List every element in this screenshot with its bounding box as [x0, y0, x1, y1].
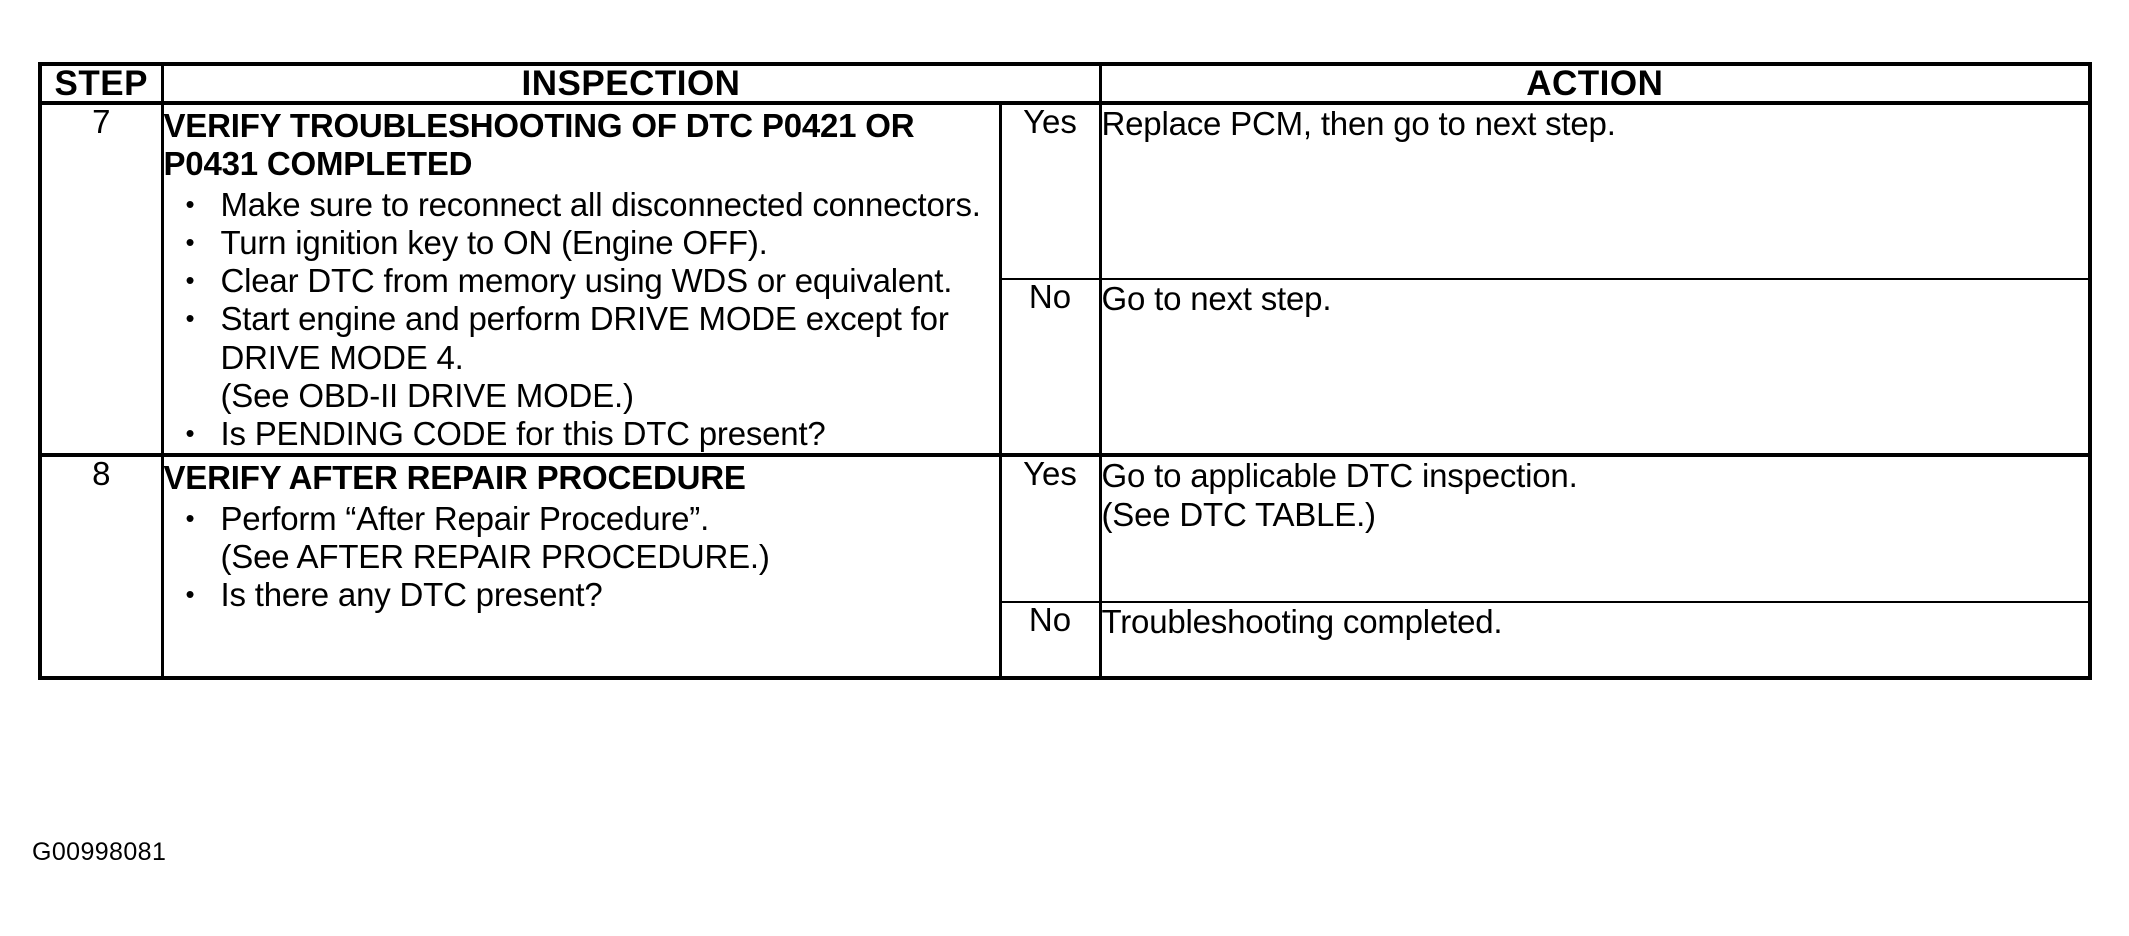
bullet-icon: •	[185, 418, 195, 449]
list-item-text: Turn ignition key to ON (Engine OFF).	[220, 223, 768, 261]
list-item-text: Clear DTC from memory using WDS or equiv…	[220, 262, 953, 300]
inspection-cell-step-7: VERIFY TROUBLESHOOTING OF DTC P0421 OR P…	[161, 100, 1002, 457]
troubleshooting-table: STEP INSPECTION ACTION 7 VERIFY TROUBLES…	[38, 62, 2093, 681]
list-item-text: Make sure to reconnect all disconnected …	[220, 185, 981, 223]
list-item: • Make sure to reconnect all disconnecte…	[164, 186, 999, 224]
inspection-title: VERIFY AFTER REPAIR PROCEDURE	[163, 459, 746, 497]
action-cell-step-7-yes: Replace PCM, then go to next step.	[1098, 100, 2092, 281]
action-line: (See DTC TABLE.)	[1101, 495, 1377, 533]
step-number-8: 8	[39, 453, 164, 680]
list-item-subline-wrapper: (See OBD-II DRIVE MODE.)	[164, 377, 999, 415]
list-item-text: Is there any DTC present?	[220, 576, 603, 614]
bullet-icon: •	[185, 188, 195, 219]
cell-spacer	[164, 614, 999, 676]
list-item: • Is PENDING CODE for this DTC present?	[164, 415, 999, 453]
table-row: 8 VERIFY AFTER REPAIR PROCEDURE • Perfor…	[39, 453, 2092, 680]
action-cell-step-7-no: Go to next step.	[1098, 278, 2092, 457]
list-item-subline: (See AFTER REPAIR PROCEDURE.)	[220, 537, 770, 575]
list-item-subline-wrapper: (See AFTER REPAIR PROCEDURE.)	[164, 538, 999, 576]
action-line: Go to next step.	[1101, 280, 1332, 318]
action-line: Go to applicable DTC inspection.	[1101, 457, 1578, 495]
table-header-row: STEP INSPECTION ACTION	[39, 63, 2092, 105]
bullet-icon: •	[185, 265, 195, 296]
inspection-cell-step-8: VERIFY AFTER REPAIR PROCEDURE • Perform …	[161, 453, 1002, 680]
list-item: • Clear DTC from memory using WDS or equ…	[164, 262, 999, 300]
column-header-step: STEP	[39, 63, 164, 105]
outcome-answer-no: No	[998, 278, 1102, 457]
list-item: • Perform “After Repair Procedure”.	[164, 500, 999, 538]
list-item-text: Is PENDING CODE for this DTC present?	[220, 415, 826, 453]
figure-id-caption: G00998081	[32, 838, 167, 866]
action-cell-step-8-no: Troubleshooting completed.	[1098, 601, 2092, 680]
table-row: No Troubleshooting completed.	[40, 601, 2092, 680]
action-line: Troubleshooting completed.	[1101, 603, 1503, 641]
list-item: • Start engine and perform DRIVE MODE ex…	[164, 300, 999, 377]
action-cell-step-8-yes: Go to applicable DTC inspection. (See DT…	[1098, 453, 2092, 604]
inspection-bullet-list: • Perform “After Repair Procedure”. (See…	[164, 500, 999, 615]
outcome-answer-yes: Yes	[998, 453, 1102, 604]
action-line: Replace PCM, then go to next step.	[1101, 105, 1616, 142]
outcome-answer-no: No	[998, 601, 1102, 680]
list-item: • Turn ignition key to ON (Engine OFF).	[164, 224, 999, 262]
bullet-icon: •	[185, 303, 195, 334]
bullet-icon: •	[185, 502, 195, 533]
list-item-text: Start engine and perform DRIVE MODE exce…	[220, 300, 949, 376]
column-header-inspection: INSPECTION	[160, 63, 1101, 105]
column-header-action: ACTION	[1098, 63, 2092, 105]
step-number-7: 7	[39, 100, 164, 457]
inspection-title: VERIFY TROUBLESHOOTING OF DTC P0421 OR P…	[163, 107, 915, 183]
bullet-icon: •	[185, 226, 195, 257]
list-item-subline: (See OBD-II DRIVE MODE.)	[220, 376, 634, 414]
outcome-answer-yes: Yes	[998, 100, 1102, 281]
inspection-bullet-list: • Make sure to reconnect all disconnecte…	[164, 186, 999, 454]
list-item: • Is there any DTC present?	[164, 576, 999, 614]
table-row: No Go to next step.	[40, 278, 2092, 457]
list-item-text: Perform “After Repair Procedure”.	[220, 499, 710, 537]
table-row: 7 VERIFY TROUBLESHOOTING OF DTC P0421 OR…	[39, 100, 2092, 457]
bullet-icon: •	[185, 579, 195, 610]
